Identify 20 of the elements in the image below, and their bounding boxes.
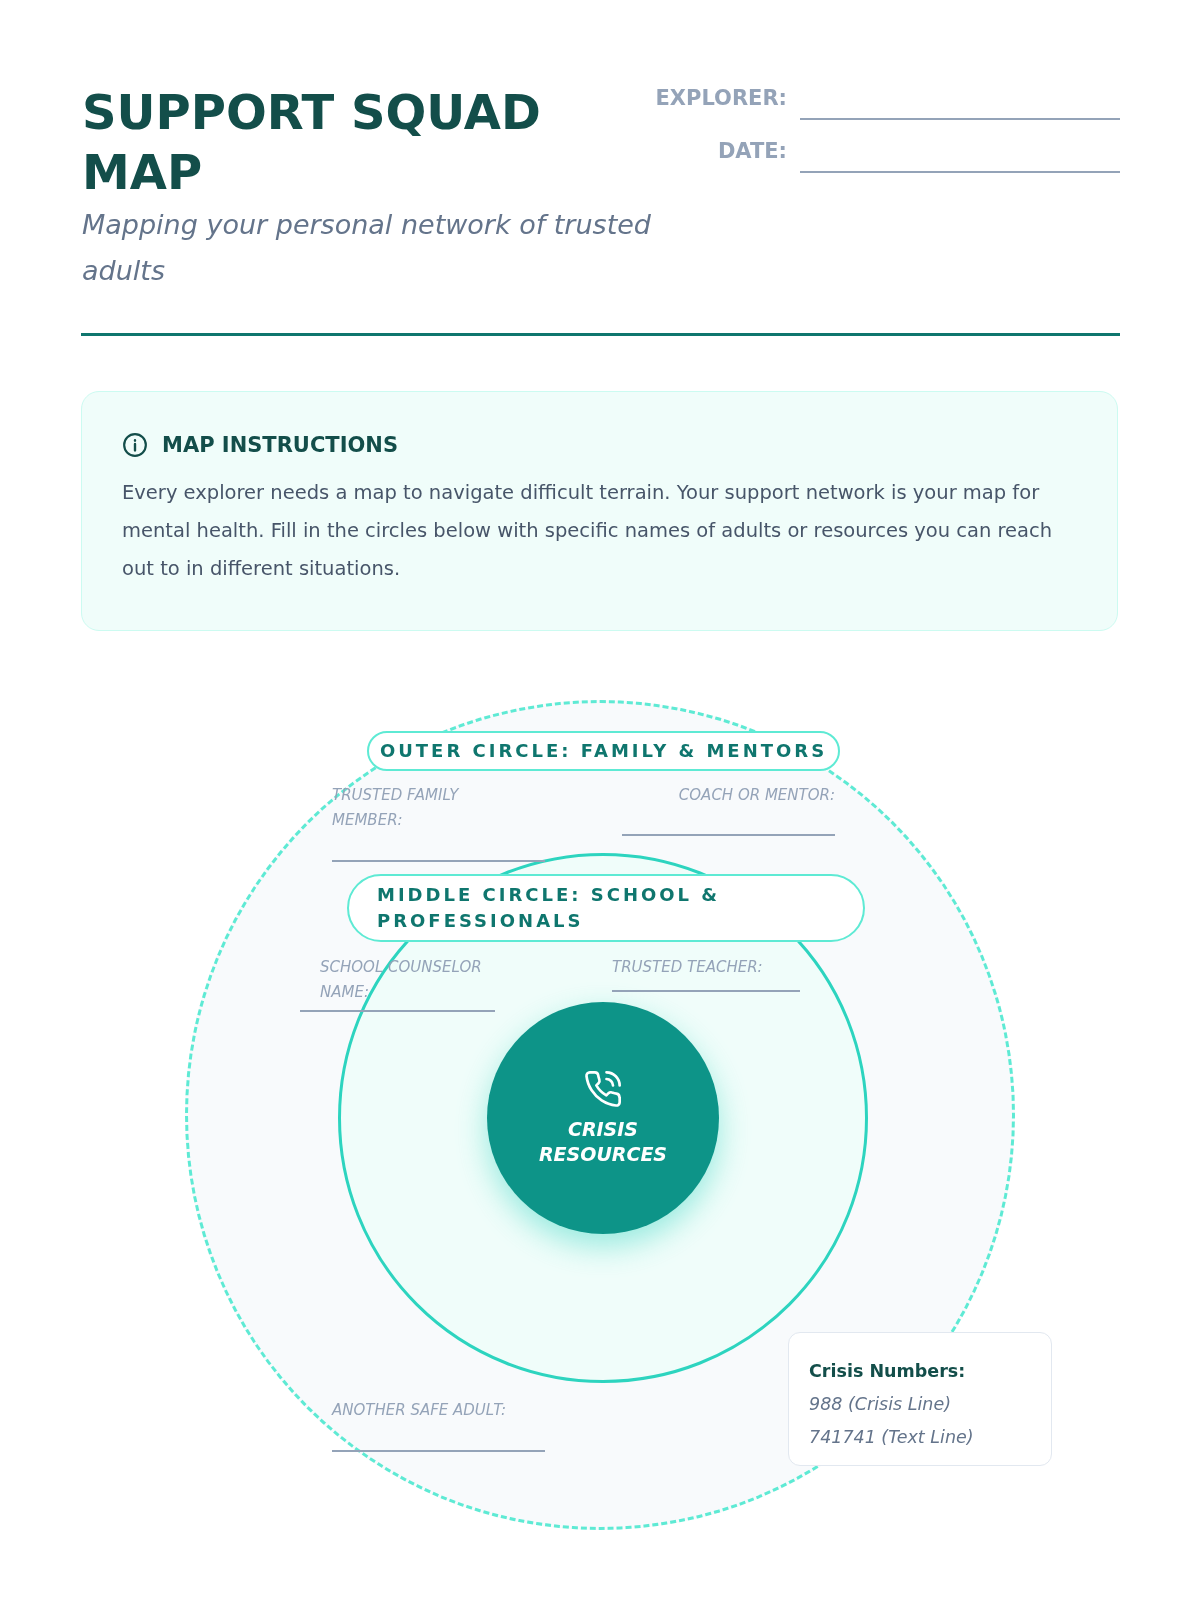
ring-title: OUTER CIRCLE: FAMILY & MENTORS [367,731,840,771]
crisis-numbers-card [788,1332,1052,1466]
field-label: EXPLORER: [654,86,787,110]
field-label: COACH OR MENTOR: [677,785,835,806]
field-label: DATE: [716,139,787,163]
field-label: SCHOOL COUNSELOR NAME: [320,957,483,1003]
core-circle [487,1002,719,1234]
phone-number: 741741 (Text Line) [809,1426,975,1449]
page-title: SUPPORT SQUAD MAP [82,83,542,202]
card-heading: MAP INSTRUCTIONS [162,433,398,457]
instructions-card [81,391,1118,631]
instructions-text: Every explorer needs a map to navigate difficult terrain. Your support network is your map for mental health. Fill in the circles below with specific names of adults or resources you can reach out to in different situations. [122,480,1054,582]
field-label: TRUSTED FAMILY MEMBER: [332,785,460,831]
subtitle: Mapping your personal network of trusted adults [82,208,652,288]
card-heading: Crisis Numbers: [809,1360,967,1383]
phone-number: 988 (Crisis Line) [809,1393,953,1416]
ring-title: MIDDLE CIRCLE: SCHOOL & PROFESSIONALS [347,874,865,942]
field-label: TRUSTED TEACHER: [612,957,764,978]
core-label: CRISIS RESOURCES [537,1117,669,1167]
field-label: ANOTHER SAFE ADULT: [332,1400,508,1421]
